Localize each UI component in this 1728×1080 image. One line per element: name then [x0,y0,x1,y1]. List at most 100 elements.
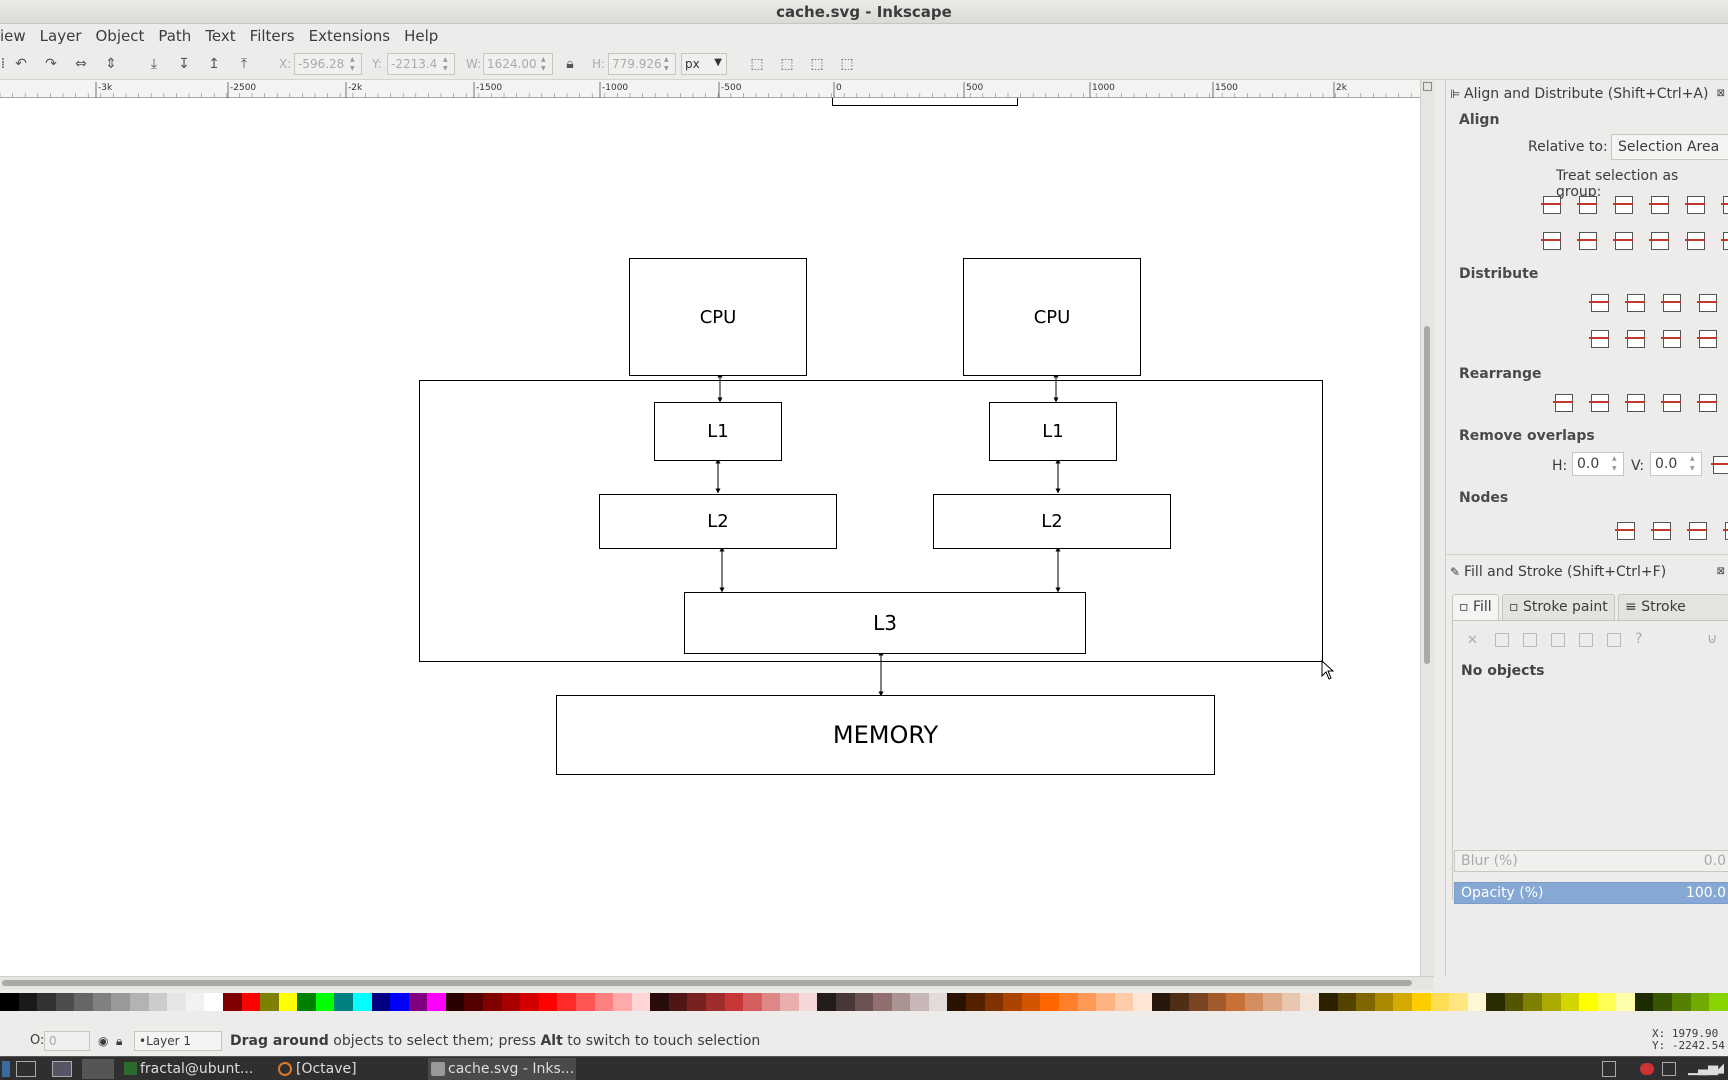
distribute-top-icon[interactable] [1586,326,1612,352]
palette-swatch[interactable] [1504,993,1524,1011]
palette-swatch[interactable] [464,993,484,1011]
l2-box-left[interactable]: L2 [599,494,837,549]
palette-swatch[interactable] [1579,993,1598,1011]
align-top-edges-icon[interactable] [1574,228,1600,254]
palette-swatch[interactable] [1300,993,1320,1011]
fill-panel-close-icon[interactable]: ⊠ [1716,566,1725,577]
distribute-right-icon[interactable] [1658,290,1684,316]
palette-swatch[interactable] [743,993,762,1011]
palette-swatch[interactable] [1541,993,1561,1011]
opacity-status-input[interactable]: 0 [44,1031,90,1051]
palette-swatch[interactable] [557,993,576,1011]
palette-swatch[interactable] [928,993,948,1011]
palette-swatch[interactable] [1058,993,1078,1011]
palette-swatch[interactable] [1096,993,1115,1011]
network-tray-icon[interactable]: ▁▃▅ [1688,1061,1718,1076]
palette-swatch[interactable] [1337,993,1357,1011]
y-field[interactable]: -2213.4▲▼ [387,53,455,75]
overlap-h-input[interactable]: 0.0▲▼ [1572,452,1624,476]
unit-select[interactable]: px▼ [681,53,727,75]
record-tray-icon[interactable] [1640,1063,1654,1075]
palette-swatch[interactable] [538,993,558,1011]
palette-swatch[interactable] [297,993,316,1011]
panel-close-icon[interactable]: ⊠ [1716,88,1725,99]
palette-swatch[interactable] [1467,993,1487,1011]
taskbar-blank-item[interactable] [82,1059,114,1079]
cpu-box-left[interactable]: CPU [629,258,807,376]
align-nodes-h-icon[interactable] [1612,518,1638,544]
distribute-nodes-v-icon[interactable] [1720,518,1728,544]
distribute-left-icon[interactable] [1586,290,1612,316]
palette-swatch[interactable] [798,993,818,1011]
palette-swatch[interactable] [873,993,892,1011]
palette-swatch[interactable] [891,993,911,1011]
palette-swatch[interactable] [1616,993,1635,1011]
memory-box[interactable]: MEMORY [556,695,1215,775]
tab-stroke-style[interactable]: ≡ Stroke style [1618,594,1728,639]
palette-swatch[interactable] [1411,993,1431,1011]
lock-layer-icon[interactable]: 🔒︎ [116,1034,123,1048]
menu-view[interactable]: iew [0,27,26,45]
file-manager-icon[interactable] [16,1061,36,1077]
palette-swatch[interactable] [984,993,1004,1011]
palette-swatch[interactable] [854,993,874,1011]
distribute-bottom-icon[interactable] [1658,326,1684,352]
palette-swatch[interactable] [1430,993,1450,1011]
menu-path[interactable]: Path [158,27,192,45]
center-horizontal-axis-icon[interactable] [1610,228,1636,254]
w-spinner[interactable]: ▲▼ [541,56,546,72]
randomize-positions-icon[interactable] [1694,390,1720,416]
taskbar-item-inkscape[interactable]: cache.svg - Inks... [428,1058,576,1080]
menu-layer[interactable]: Layer [39,27,82,45]
lower-to-bottom-icon[interactable]: ⤓ [150,56,158,72]
partial-shape[interactable] [832,98,1018,106]
distribute-center-v-icon[interactable] [1622,326,1648,352]
palette-swatch[interactable] [37,993,56,1011]
palette-swatch[interactable] [1374,993,1394,1011]
show-desktop-icon[interactable] [2,1061,10,1077]
align-baselines-icon[interactable] [1682,228,1708,254]
palette-swatch[interactable] [1151,993,1171,1011]
taskbar-item-octave[interactable]: [Octave] [276,1058,422,1080]
transform-patterns-icon[interactable]: ⬚ [840,56,854,72]
distribute-center-h-icon[interactable] [1622,290,1648,316]
vertical-scroll-thumb[interactable] [1424,326,1430,664]
palette-swatch[interactable] [1653,993,1673,1011]
palette-swatch[interactable] [1709,993,1728,1011]
app-tray-icon[interactable] [1662,1062,1676,1076]
palette-swatch[interactable] [167,993,186,1011]
l1-box-right[interactable]: L1 [989,402,1117,461]
palette-swatch[interactable] [1114,993,1134,1011]
align-left-edges-icon[interactable] [1574,192,1600,218]
palette-swatch[interactable] [520,993,539,1011]
distribute-gaps-v-icon[interactable] [1694,326,1720,352]
palette-swatch[interactable] [278,993,298,1011]
lower-icon[interactable]: ↧ [178,56,190,72]
palette-swatch[interactable] [74,993,93,1011]
scale-corners-icon[interactable]: ⬚ [780,56,794,72]
palette-swatch[interactable] [817,993,837,1011]
palette-swatch[interactable] [148,993,168,1011]
palette-swatch[interactable] [0,993,19,1011]
palette-swatch[interactable] [1634,993,1654,1011]
palette-swatch[interactable] [761,993,781,1011]
taskbar-item-terminal[interactable]: fractal@ubunt... [122,1058,270,1080]
palette-swatch[interactable] [724,993,744,1011]
palette-swatch[interactable] [260,993,279,1011]
align-top-to-bottom-icon[interactable] [1538,228,1564,254]
palette-swatch[interactable] [1040,993,1059,1011]
palette-swatch[interactable] [204,993,223,1011]
cpu-box-right[interactable]: CPU [963,258,1141,376]
palette-swatch[interactable] [445,993,465,1011]
palette-swatch[interactable] [501,993,521,1011]
radial-gradient-icon[interactable] [1551,633,1565,647]
redo-icon[interactable]: ↷ [45,56,57,72]
menu-object[interactable]: Object [95,27,145,45]
fill-rule-icon[interactable]: ⊍ [1707,631,1718,647]
palette-swatch[interactable] [390,993,409,1011]
y-spinner[interactable]: ▲▼ [443,56,448,72]
opacity-slider[interactable]: Opacity (%) 100.0 [1454,882,1728,904]
overlap-v-input[interactable]: 0.0▲▼ [1650,452,1702,476]
palette-swatch[interactable] [1077,993,1097,1011]
palette-swatch[interactable] [1226,993,1245,1011]
